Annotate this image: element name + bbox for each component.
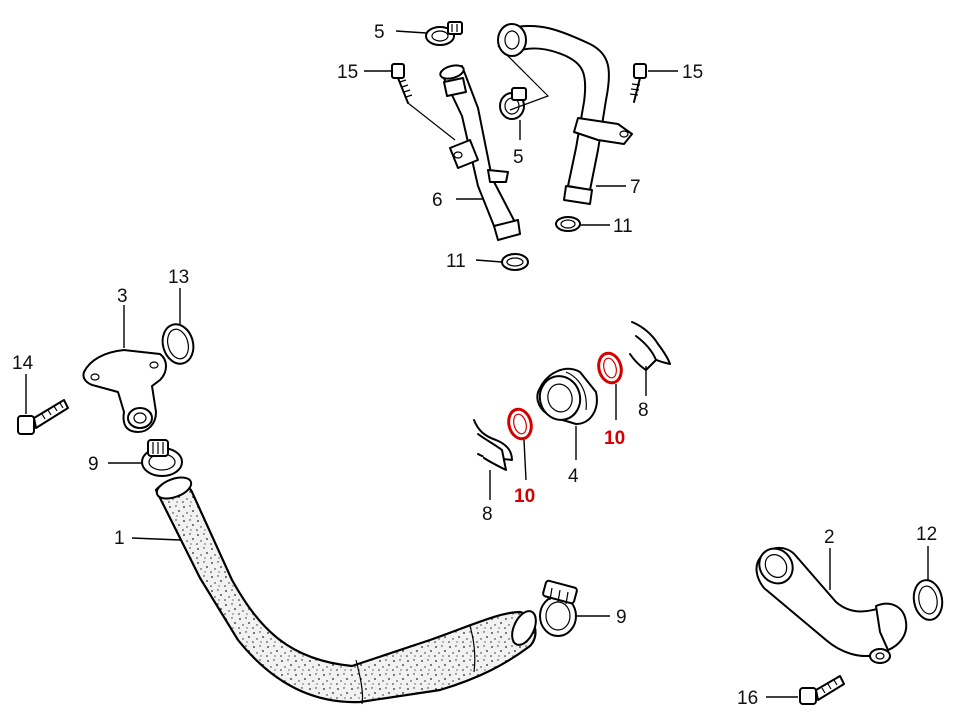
callout-16: 16 [737,688,758,709]
leader-5-top [395,30,427,34]
callout-10-left: 10 [514,486,535,507]
callout-5-mid: 5 [513,147,524,168]
gasket-13 [161,323,195,365]
callout-5-top: 5 [374,22,385,43]
callout-11-upper: 11 [613,216,633,237]
callout-4: 4 [568,466,579,487]
gasket-12 [912,579,944,621]
water-pipe-6 [439,64,521,241]
callout-7: 7 [630,177,641,198]
callout-15-right: 15 [682,62,703,83]
callout-8-left: 8 [482,504,493,525]
callout-11-lower: 11 [446,251,466,272]
clip-8-right [629,321,671,371]
callout-13: 13 [168,267,189,288]
callout-1: 1 [114,528,125,549]
callout-14: 14 [12,353,34,374]
connector-sleeve-4 [536,367,598,425]
callout-15-left: 15 [337,62,358,83]
water-pipe-7 [497,23,633,205]
hose-clamp-5-mid [499,87,527,120]
hose-clamp-9-lower [539,579,578,637]
o-ring-10-right [597,351,623,385]
o-ring-10-left [507,407,533,441]
bolt-16 [799,675,845,705]
leader-15-left-to-pipe [407,102,456,141]
leader-10-left [523,439,527,481]
leader-11-lower [475,259,503,263]
callout-9-lower: 9 [616,607,627,628]
hose-clamp-5-top [425,21,463,46]
callout-3: 3 [117,286,128,307]
bolt-14 [17,399,69,435]
clip-8-left [473,419,513,471]
hose-clamp-9-upper [141,439,183,477]
o-ring-11-lower [501,253,529,271]
callout-12: 12 [916,524,937,545]
water-outlet-3 [82,349,167,433]
callout-2: 2 [824,527,835,548]
bolt-15-right [629,63,647,103]
callout-8-right: 8 [638,400,649,421]
leader-1 [131,537,181,541]
callout-9-upper: 9 [88,454,99,475]
o-ring-11-upper [555,216,581,232]
callout-10-right: 10 [604,428,625,449]
water-pipe-2 [755,547,908,664]
callout-6: 6 [432,190,443,211]
alignment-line [497,45,550,111]
bolt-15-left [391,63,413,104]
radiator-hose-1 [154,476,537,705]
